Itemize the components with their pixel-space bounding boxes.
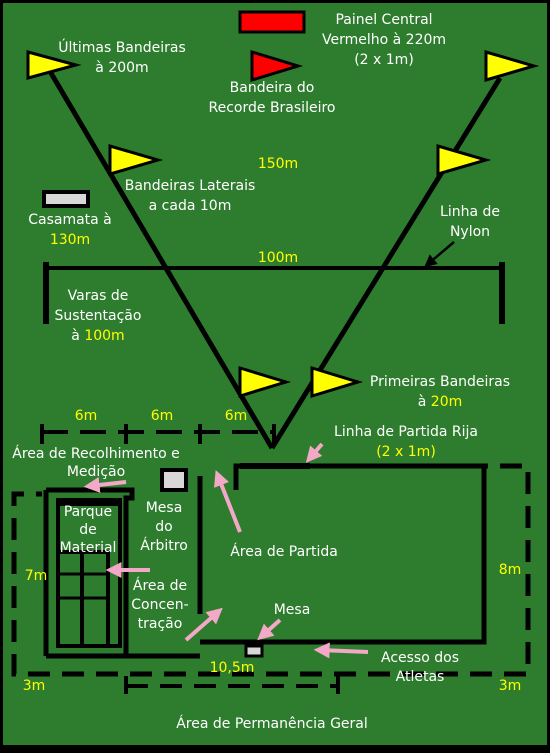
varas-label-2: Sustentação	[55, 308, 142, 324]
dist-100m: 100m	[258, 250, 298, 266]
seg-label-1: 6m	[75, 408, 98, 424]
varas-label-3: à 100m	[71, 328, 124, 344]
recorde-label-1: Bandeira do	[230, 80, 315, 96]
painel-label-3: (2 x 1m)	[354, 52, 414, 68]
acesso-label-1: Acesso dos	[381, 650, 459, 666]
first-flag-right-icon	[310, 365, 364, 399]
arrow-mesa	[257, 618, 282, 641]
arrow-partida-rija	[305, 442, 324, 463]
arrow-recolhimento	[83, 476, 127, 493]
mesa-arbitro-label-1: Mesa	[146, 500, 183, 516]
sector-line-right	[269, 76, 503, 450]
lateral-flag-right-icon	[436, 144, 492, 176]
lateral-flag-left-icon	[108, 144, 164, 176]
varas-label-1: Varas de	[68, 288, 129, 304]
arrow-area-partida	[214, 470, 242, 533]
first-flag-left-icon	[238, 365, 292, 399]
acesso-label-2: Atletas	[396, 669, 445, 685]
sector-line-left	[45, 66, 275, 450]
nylon-pointer-arrow	[424, 241, 455, 268]
referee-table	[160, 468, 188, 492]
recorde-label-2: Recorde Brasileiro	[209, 100, 336, 116]
dim-10-5m: 10,5m	[210, 660, 255, 676]
parque-label-3: Material	[60, 540, 117, 556]
nylon-label-2: Nylon	[450, 224, 490, 240]
parque-label-1: Parque	[64, 504, 112, 520]
primeiras-label-1: Primeiras Bandeiras	[370, 374, 510, 390]
dist-150m: 150m	[258, 156, 298, 172]
recolhimento-label-2: Medição	[67, 464, 125, 480]
recolhimento-label-1: Área de Recolhimento e	[12, 445, 180, 462]
concentracao-label-3: tração	[138, 616, 183, 632]
seg-label-3: 6m	[225, 408, 248, 424]
mesa-arbitro-label-2: do	[155, 519, 172, 535]
central-red-panel	[238, 10, 306, 34]
parque-label-2: de	[79, 522, 97, 538]
start-area-outline	[200, 463, 487, 645]
left-area-outline	[46, 487, 200, 659]
ultimas-label-1: Últimas Bandeiras	[58, 38, 186, 56]
area-partida-label: Área de Partida	[230, 543, 338, 560]
dim-7m: 7m	[25, 568, 48, 584]
mesa-arbitro-label-3: Árbitro	[140, 537, 188, 554]
last-flag-left-icon	[26, 50, 82, 80]
record-flag-icon	[250, 49, 304, 83]
small-table	[244, 644, 264, 658]
seg-label-2: 6m	[151, 408, 174, 424]
dim-3m-left: 3m	[23, 678, 46, 694]
dim-3m-right: 3m	[499, 678, 522, 694]
last-flag-right-icon	[484, 50, 540, 82]
primeiras-label-2: à 20m	[418, 394, 462, 410]
concentracao-label-2: Concen-	[131, 597, 188, 613]
dim-8m: 8m	[499, 562, 522, 578]
laterais-label-1: Bandeiras Laterais	[125, 178, 256, 194]
permanencia-label: Área de Permanência Geral	[176, 715, 368, 732]
casamata-label-1: Casamata à	[28, 212, 112, 228]
casamata-label-2: 130m	[50, 232, 90, 248]
field-background	[3, 3, 547, 745]
painel-label-2: Vermelho à 220m	[322, 32, 446, 48]
arrow-concentracao	[184, 607, 223, 642]
mesa-label: Mesa	[274, 602, 311, 618]
laterais-label-2: a cada 10m	[149, 198, 232, 214]
arrow-acesso	[313, 642, 369, 659]
painel-label-1: Painel Central	[335, 12, 432, 28]
outer-dashed-perimeter	[11, 463, 531, 677]
bunker-box	[42, 190, 90, 208]
concentracao-label-1: Área de	[133, 577, 187, 594]
partida-rija-label-2: (2 x 1m)	[376, 444, 436, 460]
ultimas-label-2: à 200m	[95, 60, 148, 76]
nylon-label-1: Linha de	[440, 204, 500, 220]
partida-rija-label-1: Linha de Partida Rija	[334, 424, 478, 440]
